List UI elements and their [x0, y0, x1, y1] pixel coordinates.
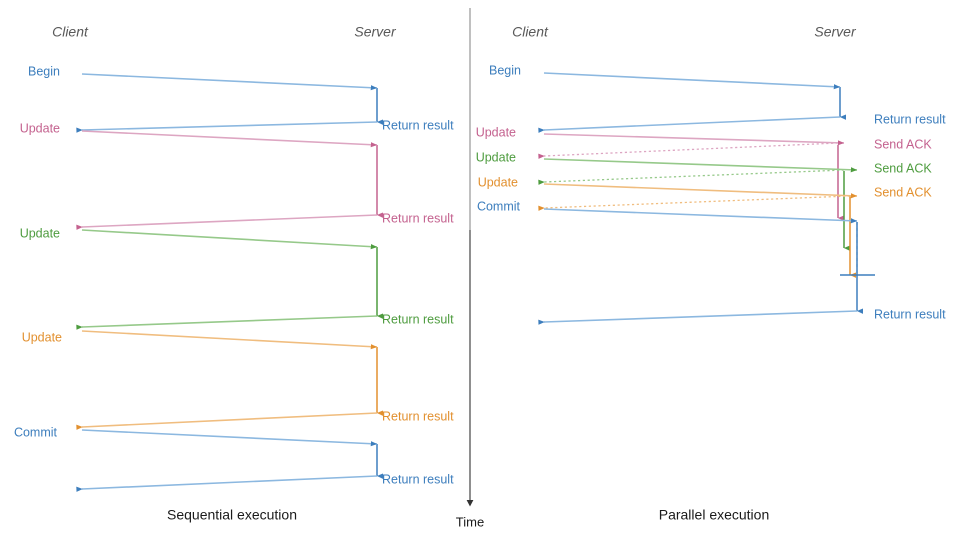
- panel-sequential-message-9-line: [76, 475, 378, 492]
- panel-sequential-message-6-label: Update: [22, 330, 62, 344]
- panel-sequential-message-7-label: Return result: [382, 409, 454, 423]
- time-axis-label: Time: [456, 514, 484, 529]
- panel-sequential-message-1-line: [76, 121, 378, 133]
- panel-parallel-message-4-line: [543, 158, 858, 173]
- panel-parallel-caption: Parallel execution: [659, 507, 770, 523]
- time-axis-arrowhead: [466, 500, 474, 507]
- panel-sequential-message-3-line: [76, 214, 378, 230]
- panel-parallel-message-9-line: [538, 310, 858, 325]
- panel-sequential-message-2-label: Update: [20, 121, 60, 135]
- panel-parallel-message-9-label: Return result: [874, 307, 946, 321]
- panel-sequential-message-1-label: Return result: [382, 118, 454, 132]
- panel-parallel-message-5-label: Send ACK: [874, 161, 932, 175]
- panel-sequential-message-4-label: Update: [20, 226, 60, 240]
- panel-sequential-message-8-label: Commit: [14, 425, 58, 439]
- panel-sequential-message-0-line: [81, 73, 378, 91]
- panel-sequential-message-3-label: Return result: [382, 211, 454, 225]
- panel-sequential-message-7-line: [76, 412, 378, 430]
- panel-parallel-message-3-line: [538, 142, 839, 159]
- panel-parallel-message-5-line: [538, 169, 845, 185]
- panel-parallel-message-1-line: [538, 116, 841, 133]
- panel-parallel-server-header: Server: [814, 24, 857, 40]
- panel-parallel-message-2-label: Update: [476, 125, 516, 139]
- panel-sequential-message-4-line: [81, 229, 378, 250]
- panel-parallel-message-8-line: [543, 208, 858, 224]
- panel-sequential-message-6-line: [81, 330, 378, 350]
- panel-sequential-message-2-line: [81, 130, 378, 148]
- panel-parallel-message-4-label: Update: [476, 150, 516, 164]
- panel-parallel-message-2-line: [543, 133, 845, 146]
- panel-parallel-message-7-label: Send ACK: [874, 185, 932, 199]
- panel-sequential-message-0-label: Begin: [28, 64, 60, 78]
- panel-parallel-client-header: Client: [512, 24, 549, 40]
- panel-sequential-message-5-line: [76, 315, 378, 330]
- panel-parallel-message-7-line: [538, 195, 851, 211]
- panel-sequential-message-5-label: Return result: [382, 312, 454, 326]
- panel-sequential-caption: Sequential execution: [167, 507, 297, 523]
- panel-sequential-client-header: Client: [52, 24, 89, 40]
- panel-parallel-message-6-label: Update: [478, 175, 518, 189]
- panel-parallel-message-6-line: [543, 183, 858, 199]
- panel-sequential-message-8-line: [81, 429, 378, 447]
- panel-parallel-message-0-line: [543, 72, 841, 90]
- panel-parallel-message-8-label: Commit: [477, 199, 521, 213]
- panel-parallel-message-1-label: Return result: [874, 112, 946, 126]
- time-axis: Time: [456, 230, 484, 529]
- panel-parallel-message-3-label: Send ACK: [874, 137, 932, 151]
- panel-sequential-message-9-label: Return result: [382, 472, 454, 486]
- panel-parallel-message-0-label: Begin: [489, 63, 521, 77]
- panel-sequential-server-header: Server: [354, 24, 397, 40]
